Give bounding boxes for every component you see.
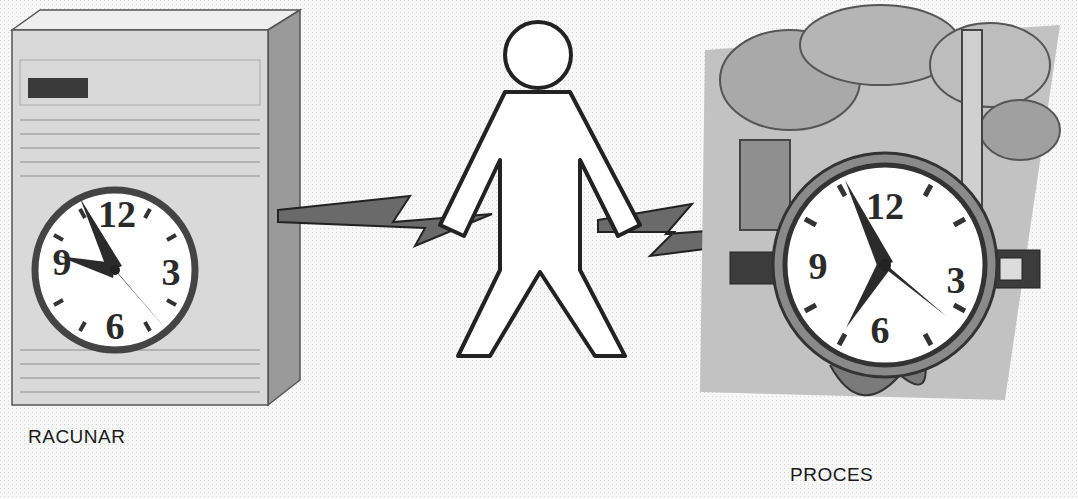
clock-numeral: 12 xyxy=(866,184,904,228)
clock-pivot xyxy=(879,259,891,271)
smoke-cloud xyxy=(980,100,1060,160)
vent-lines xyxy=(20,120,260,392)
smoke-cloud xyxy=(930,23,1050,107)
tower-top xyxy=(12,10,300,30)
person-body xyxy=(440,92,640,356)
valve-box xyxy=(1000,258,1022,280)
clock-bezel xyxy=(773,153,997,377)
device-node: PROCES xyxy=(690,0,1075,499)
clock-numeral: 12 xyxy=(98,192,136,236)
clock-numeral: 6 xyxy=(106,304,125,348)
clock-numeral: 3 xyxy=(947,258,966,302)
clock-hand xyxy=(882,261,946,316)
drive-slot xyxy=(28,78,88,98)
clock-numeral: 6 xyxy=(871,308,890,352)
person-head xyxy=(505,22,571,88)
clock-numeral: 3 xyxy=(162,250,181,294)
clock-face xyxy=(35,190,195,350)
clock-numeral: 9 xyxy=(809,244,828,288)
device-node: RACUNAR xyxy=(10,8,310,458)
device-caption: PROCES xyxy=(790,464,990,486)
clock-pivot xyxy=(110,265,120,275)
clock-face xyxy=(785,165,985,365)
clock-numeral: 9 xyxy=(53,240,72,284)
tower-front xyxy=(12,30,268,405)
drive-bay xyxy=(20,60,260,105)
device-caption: RACUNAR xyxy=(28,426,228,448)
